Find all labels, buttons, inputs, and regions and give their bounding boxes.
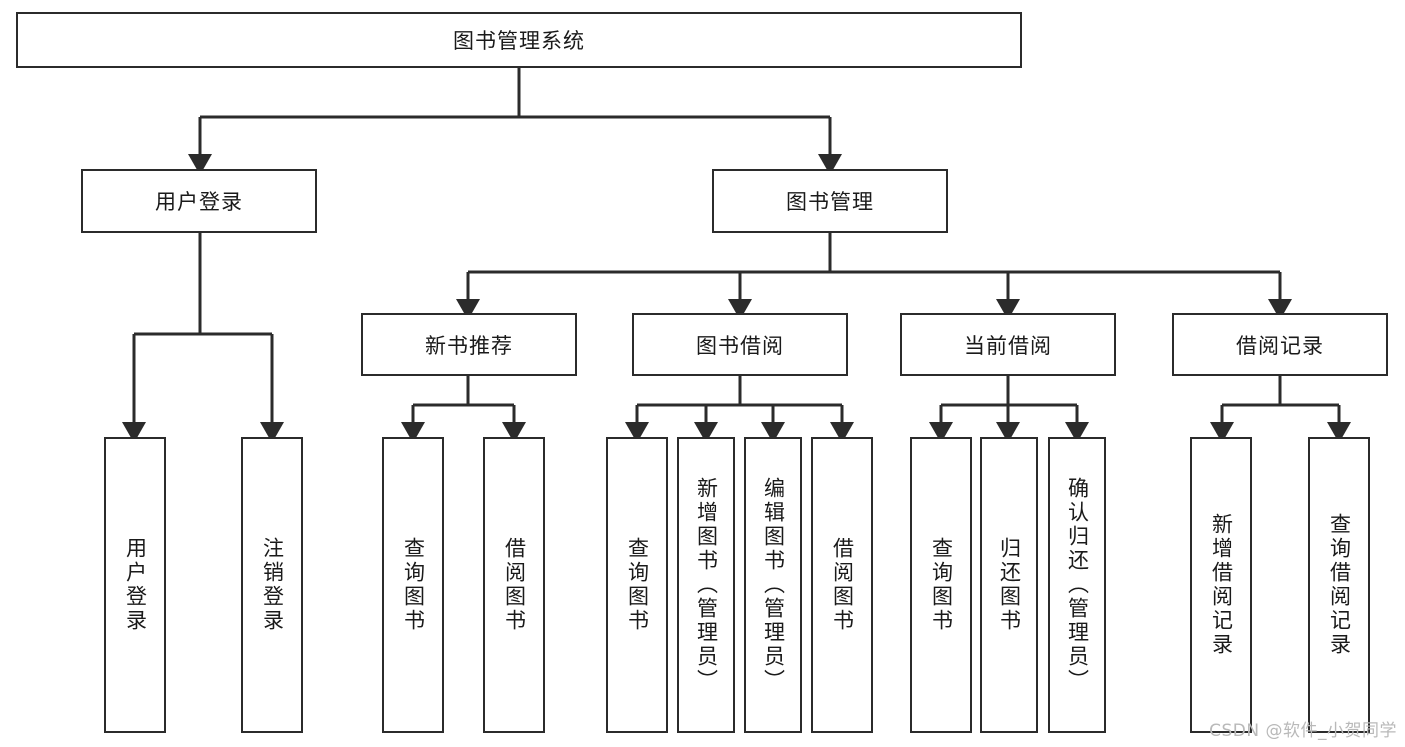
node-leaf-logout-label: 注销登录 (260, 537, 285, 633)
node-borrow-record[interactable]: 借阅记录 (1172, 313, 1388, 376)
node-book-manage-label: 图书管理 (786, 190, 874, 214)
node-leaf-user-login-label: 用户登录 (123, 537, 148, 633)
node-leaf-borrow-book-1-label: 借阅图书 (502, 537, 527, 633)
node-leaf-borrow-book-2-label: 借阅图书 (830, 537, 855, 633)
node-leaf-query-book-3-label: 查询图书 (929, 537, 954, 633)
node-book-manage[interactable]: 图书管理 (712, 169, 948, 233)
node-leaf-query-book-1-label: 查询图书 (401, 537, 426, 633)
node-book-borrow[interactable]: 图书借阅 (632, 313, 848, 376)
node-leaf-add-record[interactable]: 新增借阅记录 (1190, 437, 1252, 733)
node-leaf-edit-book[interactable]: 编辑图书（管理员） (744, 437, 802, 733)
node-current-borrow[interactable]: 当前借阅 (900, 313, 1116, 376)
node-leaf-borrow-book-2[interactable]: 借阅图书 (811, 437, 873, 733)
node-leaf-query-book-1[interactable]: 查询图书 (382, 437, 444, 733)
node-leaf-confirm-return[interactable]: 确认归还（管理员） (1048, 437, 1106, 733)
node-leaf-borrow-book-1[interactable]: 借阅图书 (483, 437, 545, 733)
node-leaf-query-book-2-label: 查询图书 (625, 537, 650, 633)
node-root-label: 图书管理系统 (453, 29, 585, 53)
watermark: CSDN @软件_小贺同学 (1209, 721, 1397, 741)
node-leaf-add-book-label: 新增图书（管理员） (694, 477, 719, 693)
node-leaf-return-book[interactable]: 归还图书 (980, 437, 1038, 733)
node-new-book-recommend[interactable]: 新书推荐 (361, 313, 577, 376)
node-user-login[interactable]: 用户登录 (81, 169, 317, 233)
node-root[interactable]: 图书管理系统 (16, 12, 1022, 68)
node-leaf-query-record-label: 查询借阅记录 (1327, 513, 1352, 657)
node-leaf-query-book-2[interactable]: 查询图书 (606, 437, 668, 733)
node-leaf-return-book-label: 归还图书 (997, 537, 1022, 633)
node-leaf-add-book[interactable]: 新增图书（管理员） (677, 437, 735, 733)
node-leaf-query-book-3[interactable]: 查询图书 (910, 437, 972, 733)
node-leaf-query-record[interactable]: 查询借阅记录 (1308, 437, 1370, 733)
node-leaf-user-login[interactable]: 用户登录 (104, 437, 166, 733)
node-new-book-recommend-label: 新书推荐 (425, 333, 513, 358)
node-user-login-label: 用户登录 (155, 190, 243, 214)
node-borrow-record-label: 借阅记录 (1236, 333, 1324, 358)
node-leaf-logout[interactable]: 注销登录 (241, 437, 303, 733)
node-leaf-confirm-return-label: 确认归还（管理员） (1065, 477, 1090, 693)
node-current-borrow-label: 当前借阅 (964, 333, 1052, 358)
node-leaf-edit-book-label: 编辑图书（管理员） (761, 477, 786, 693)
node-leaf-add-record-label: 新增借阅记录 (1209, 513, 1234, 657)
node-book-borrow-label: 图书借阅 (696, 333, 784, 358)
